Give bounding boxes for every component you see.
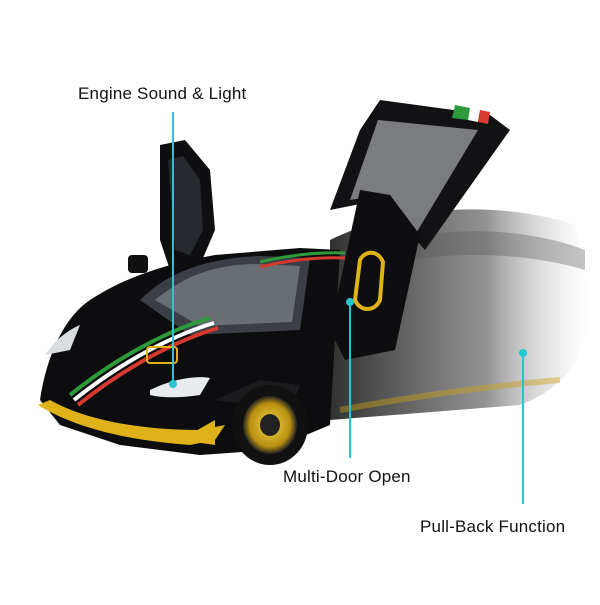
- front-wheel: [232, 385, 308, 465]
- pullback-callout-line: [522, 352, 524, 504]
- doors-callout-dot: [346, 298, 354, 306]
- pull-back-function-label: Pull-Back Function: [420, 517, 566, 536]
- right-door-open: [330, 100, 510, 360]
- pullback-callout-dot: [519, 349, 527, 357]
- engine-sound-light-label: Engine Sound & Light: [78, 84, 247, 103]
- engine-callout-dot: [169, 380, 177, 388]
- multi-door-open-label: Multi-Door Open: [283, 467, 411, 486]
- doors-callout-line: [349, 300, 351, 458]
- engine-callout-line: [172, 112, 174, 384]
